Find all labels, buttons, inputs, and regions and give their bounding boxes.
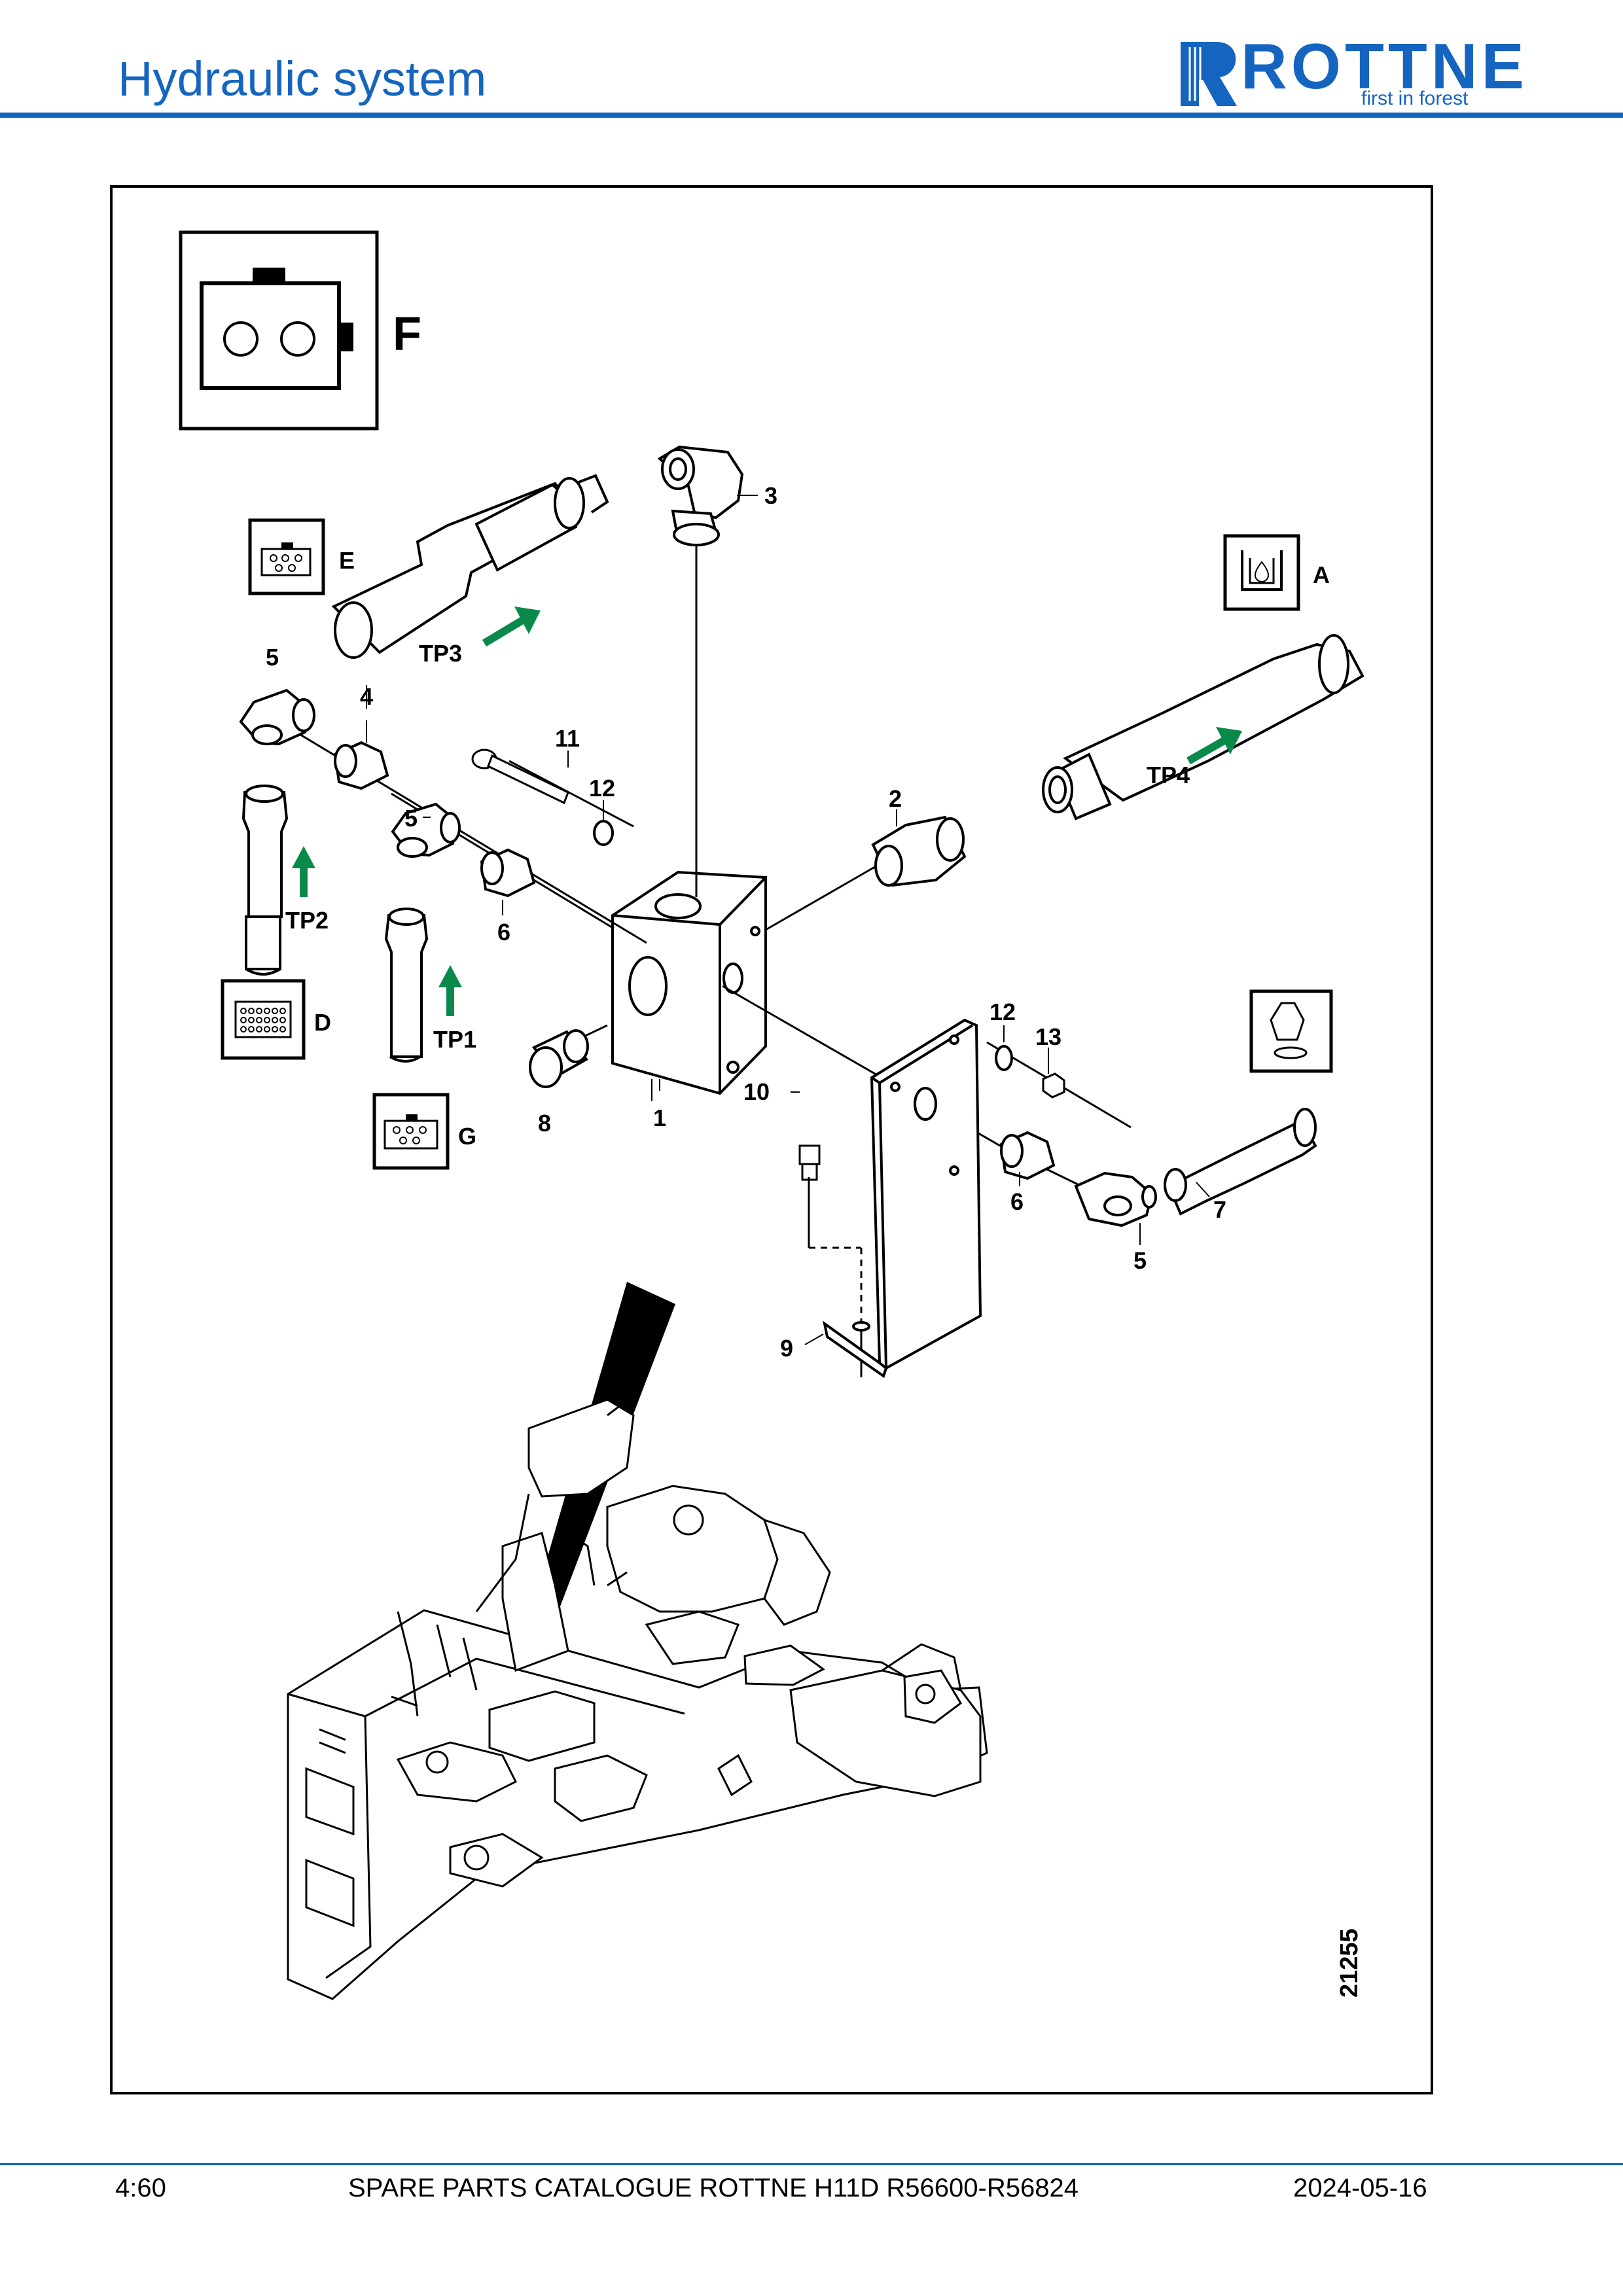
header-divider xyxy=(0,113,1623,118)
flow-arrow-tp1-icon xyxy=(438,965,462,1016)
bolt-part-11 xyxy=(471,749,569,805)
hose-tp2 xyxy=(241,785,289,976)
test-point-tp3: TP3 xyxy=(419,640,462,667)
brand-name: ROTTNE xyxy=(1241,30,1528,102)
hose-part-7 xyxy=(1164,1108,1317,1216)
washer-part-12-right xyxy=(995,1045,1013,1071)
connector-label-a: A xyxy=(1313,561,1330,588)
part-number-13: 13 xyxy=(1035,1023,1061,1050)
plug-part-8 xyxy=(529,1029,589,1088)
page-number: 4:60 xyxy=(115,2174,166,2202)
part-number-4: 4 xyxy=(360,683,373,710)
test-point-tp1: TP1 xyxy=(433,1026,476,1053)
flow-arrow-tp2-icon xyxy=(292,846,315,897)
exploded-parts-diagram: F E A xyxy=(110,185,1433,2094)
catalogue-title: SPARE PARTS CATALOGUE ROTTNE H11D R56600… xyxy=(348,2174,1079,2202)
hose-tp3 xyxy=(331,474,609,659)
elbow-fitting-part-3 xyxy=(657,445,744,546)
flow-arrow-tp4-icon xyxy=(1186,727,1242,765)
adapter-part-6-middle xyxy=(480,848,536,898)
test-point-tp4: TP4 xyxy=(1147,762,1190,788)
callout-leaders xyxy=(366,495,1210,1345)
part-number-6-right: 6 xyxy=(1010,1188,1024,1215)
connector-view-f: F xyxy=(179,230,421,431)
washer-part-12-top xyxy=(593,820,614,846)
brand-tagline: first in forest xyxy=(1361,88,1469,109)
publication-date: 2024-05-16 xyxy=(1293,2174,1427,2202)
part-number-11: 11 xyxy=(555,725,580,752)
drawing-number: 21255 xyxy=(1336,1928,1363,1998)
part-number-6-middle: 6 xyxy=(497,919,510,945)
page-title: Hydraulic system xyxy=(118,52,487,106)
sensor-connector-icon xyxy=(1249,989,1333,1073)
elbow-fitting-part-5-middle xyxy=(391,802,461,858)
connector-label-e: E xyxy=(339,547,355,574)
part-number-2: 2 xyxy=(889,785,902,812)
rottne-logo-mark-icon xyxy=(1181,42,1237,106)
bolt-part-10 xyxy=(798,1144,821,1181)
part-number-5-middle: 5 xyxy=(404,805,418,832)
part-number-12-top: 12 xyxy=(589,775,615,802)
diagram-canvas: F E A xyxy=(110,185,1433,2094)
part-number-1: 1 xyxy=(653,1104,666,1131)
hose-tp4 xyxy=(1042,634,1364,821)
part-number-12-right: 12 xyxy=(990,998,1016,1025)
part-number-7: 7 xyxy=(1213,1196,1226,1223)
flow-arrow-tp3-icon xyxy=(482,607,541,647)
part-number-5-right: 5 xyxy=(1133,1247,1147,1274)
connector-g-icon: G xyxy=(372,1093,476,1170)
connector-a-icon: A xyxy=(1223,534,1330,611)
adapter-part-6-right xyxy=(999,1131,1056,1180)
part-number-3: 3 xyxy=(764,482,777,509)
connector-label-g: G xyxy=(458,1123,476,1150)
part-number-9: 9 xyxy=(780,1335,793,1362)
footer-divider xyxy=(0,2163,1623,2165)
test-point-tp2: TP2 xyxy=(285,907,329,934)
bracket-part-9 xyxy=(823,1018,982,1379)
view-label-f: F xyxy=(393,308,421,361)
rottne-logo: ROTTNE first in forest xyxy=(1175,34,1524,110)
adapter-part-2 xyxy=(871,815,967,887)
adapter-part-4 xyxy=(333,741,389,790)
nut-part-13 xyxy=(1042,1072,1065,1099)
connector-label-d: D xyxy=(314,1009,331,1036)
valve-block-part-1 xyxy=(611,870,767,1095)
connector-d-icon: D xyxy=(221,979,331,1060)
part-number-5-upper: 5 xyxy=(266,644,279,671)
part-number-10: 10 xyxy=(743,1078,770,1105)
part-number-8: 8 xyxy=(538,1110,551,1137)
elbow-fitting-part-5-upper xyxy=(239,688,315,746)
machine-overview-illustration xyxy=(287,1394,988,2000)
elbow-fitting-part-5-right xyxy=(1074,1171,1157,1227)
hose-tp1 xyxy=(384,908,429,1063)
connector-e-icon: E xyxy=(248,518,355,595)
